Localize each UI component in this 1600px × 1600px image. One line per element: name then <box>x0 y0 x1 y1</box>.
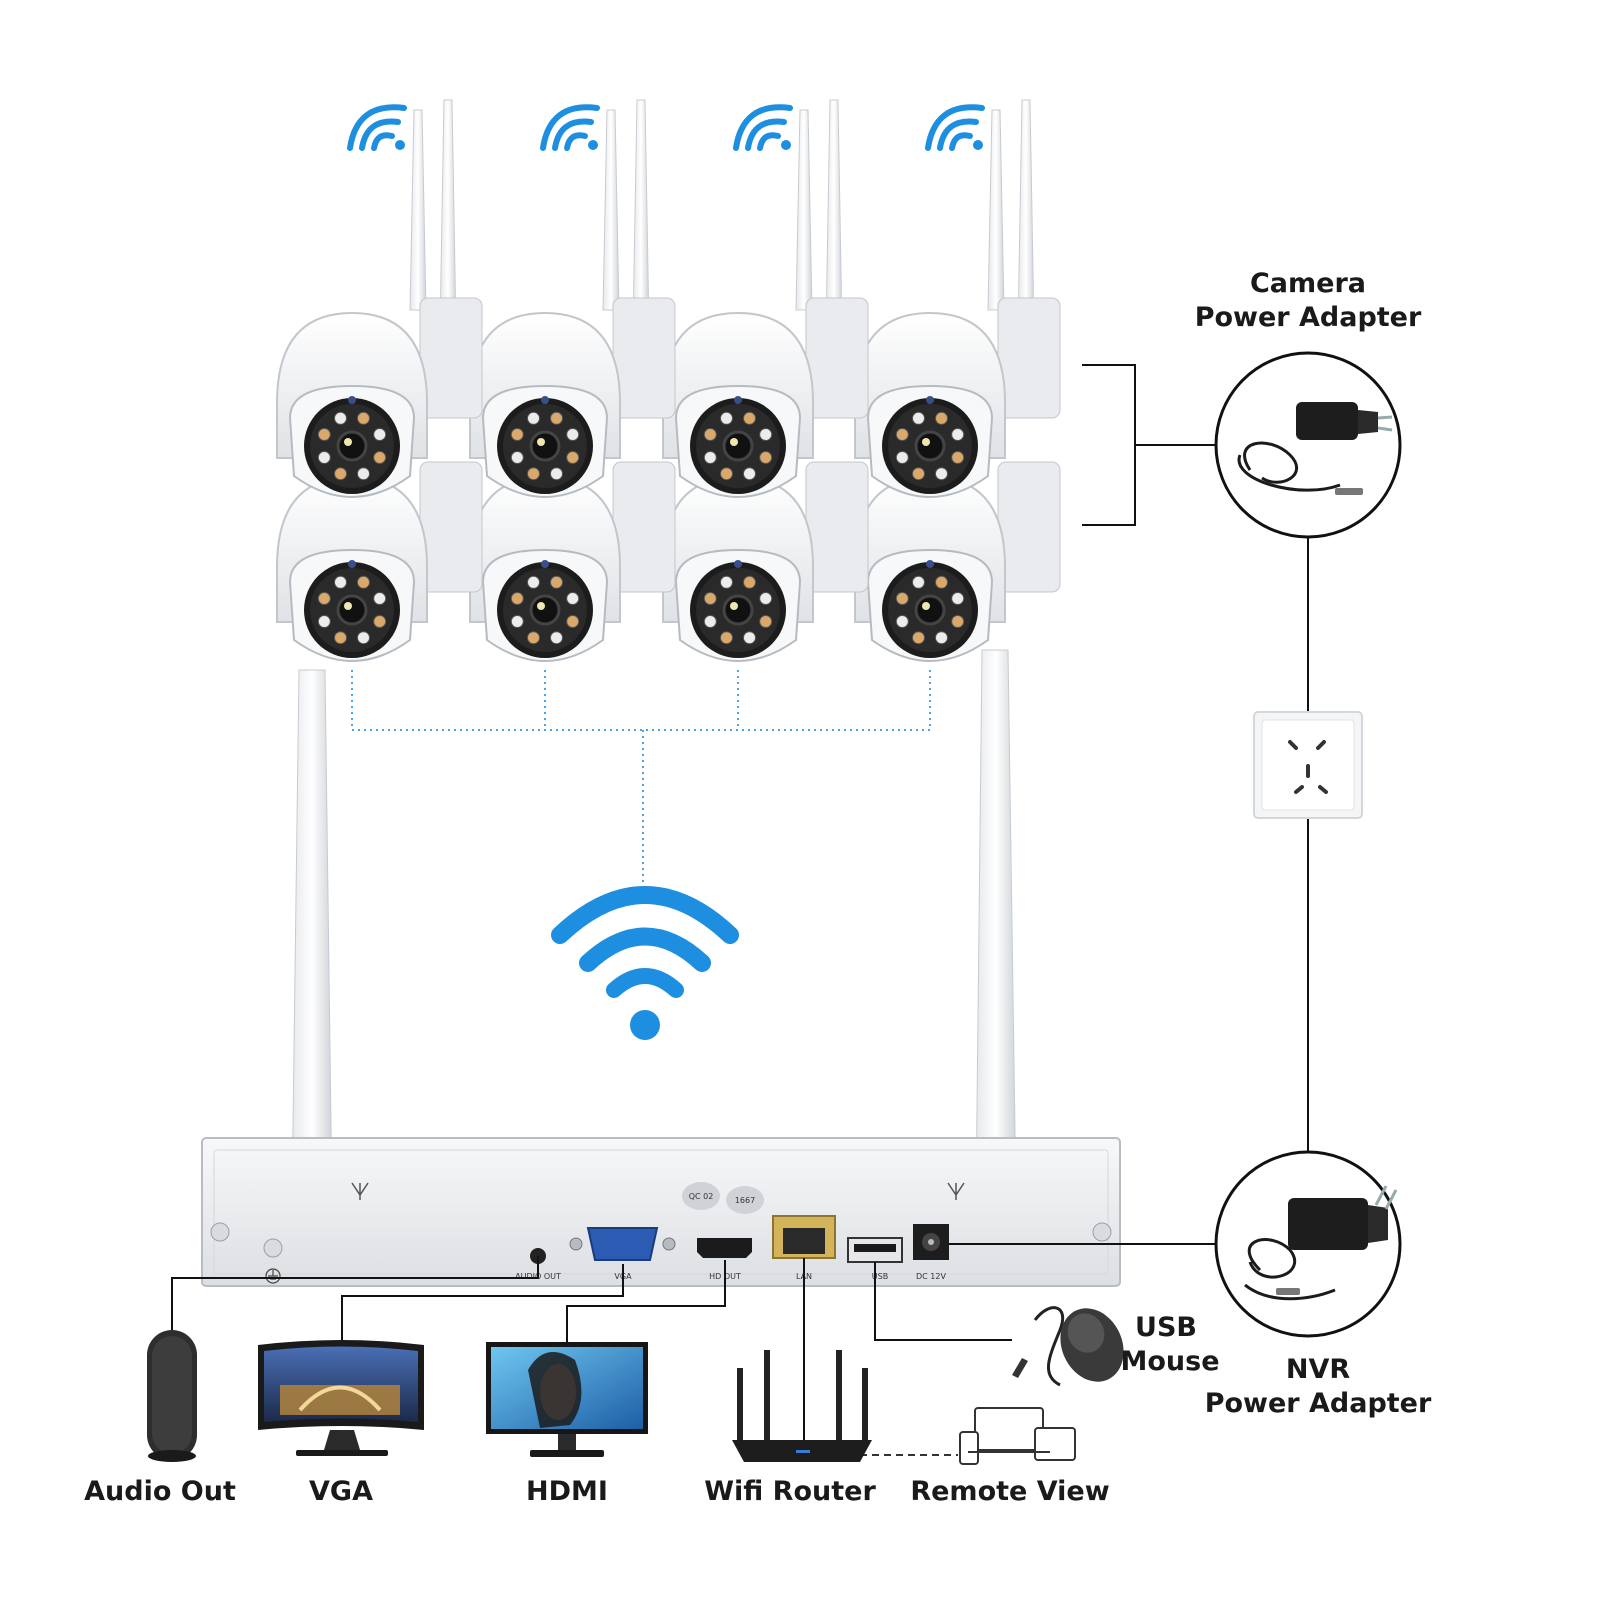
svg-text:Power Adapter: Power Adapter <box>1205 1388 1432 1419</box>
camera-antennas <box>409 99 457 331</box>
wifi-router-label: Wifi Router <box>704 1476 876 1507</box>
antenna-icon <box>351 1182 965 1200</box>
svg-text:DC 12V: DC 12V <box>916 1272 946 1281</box>
camera-grid <box>276 99 1061 662</box>
camera-wireless-links <box>351 670 931 885</box>
svg-text:USB: USB <box>872 1272 888 1281</box>
audio-speaker <box>147 1330 197 1462</box>
audio-out-label: Audio Out <box>84 1476 236 1507</box>
vga-label: VGA <box>309 1476 373 1507</box>
svg-text:1667: 1667 <box>735 1196 755 1205</box>
qc-sticker: QC 02 <box>682 1182 720 1210</box>
nvr-antenna-left <box>287 669 337 1211</box>
vga-monitor <box>258 1340 424 1456</box>
camera-power-adapter-label: Camera Power Adapter <box>1195 268 1422 333</box>
camera-wifi-signal-icon <box>540 104 600 151</box>
hdmi-label: HDMI <box>526 1476 608 1507</box>
hdmi-monitor <box>486 1342 648 1457</box>
connection-lines <box>171 364 1309 1455</box>
usb-mouse <box>1012 1306 1124 1387</box>
ip-camera <box>854 297 1061 498</box>
svg-text:USB: USB <box>1135 1312 1197 1343</box>
power-outlet-icon <box>1253 711 1363 819</box>
camera-wifi-signal-icon <box>347 104 407 151</box>
bottom-labels: Audio Out VGA HDMI Wifi Router Remote Vi… <box>84 1476 1110 1507</box>
wifi-router <box>732 1350 872 1462</box>
svg-text:Power Adapter: Power Adapter <box>1195 302 1422 333</box>
camera-antennas <box>602 99 650 331</box>
svg-text:Mouse: Mouse <box>1120 1346 1219 1377</box>
ip-camera <box>469 461 676 662</box>
nvr-recorder: QC 02 1667 AUDIO OUT VGA HD OUT LAN <box>201 1137 1121 1287</box>
svg-text:QC 02: QC 02 <box>689 1192 714 1201</box>
remote-view-label: Remote View <box>910 1476 1109 1507</box>
usb-mouse-label: USB Mouse <box>1120 1312 1219 1377</box>
camera-power-adapter <box>1214 351 1402 539</box>
ip-camera <box>469 297 676 498</box>
camera-antennas <box>987 99 1035 331</box>
camera-wifi-signal-icon <box>733 104 793 151</box>
nvr-antenna-right <box>971 649 1021 1211</box>
remote-view-devices <box>959 1407 1076 1465</box>
svg-text:NVR: NVR <box>1286 1354 1350 1385</box>
nvr-power-adapter <box>1214 1150 1402 1338</box>
camera-antennas <box>795 99 843 331</box>
wifi-icon <box>551 886 739 1040</box>
dc-power-port: DC 12V <box>913 1224 949 1281</box>
nvr-power-adapter-label: NVR Power Adapter <box>1205 1354 1432 1419</box>
ip-camera <box>276 297 483 498</box>
camera-wifi-signal-icon <box>925 104 985 151</box>
svg-text:Camera: Camera <box>1250 268 1366 299</box>
ip-camera <box>276 461 483 662</box>
serial-sticker: 1667 <box>726 1186 764 1214</box>
